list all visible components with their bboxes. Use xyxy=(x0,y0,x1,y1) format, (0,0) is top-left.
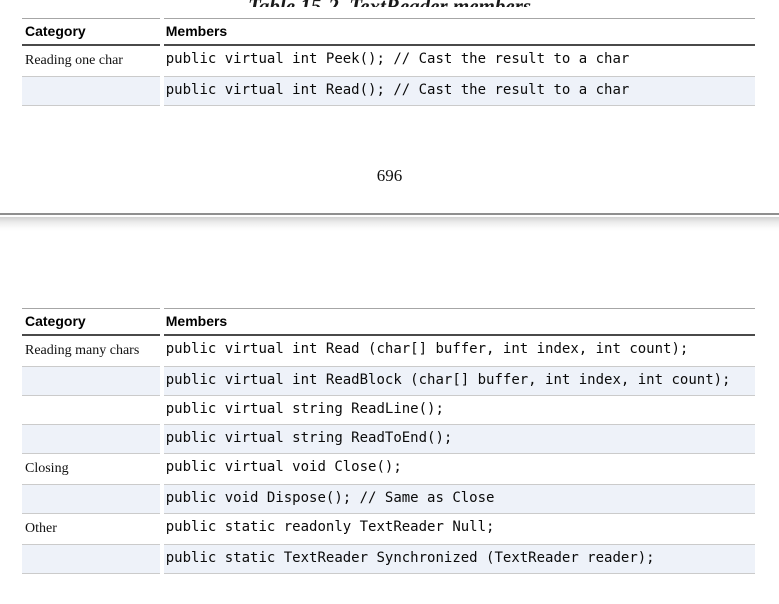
table-row: Other public static readonly TextReader … xyxy=(22,514,755,545)
member-code-cell: public void Dispose(); // Same as Close xyxy=(163,485,755,514)
member-code-cell: public virtual string ReadLine(); xyxy=(163,396,755,425)
member-code-cell: public virtual int Read(); // Cast the r… xyxy=(163,77,755,106)
category-cell: Reading many chars xyxy=(22,336,160,367)
column-header-category: Category xyxy=(22,308,160,336)
table-header-row: Category Members xyxy=(22,308,755,336)
category-cell xyxy=(22,77,160,106)
member-code-cell: public virtual int Read (char[] buffer, … xyxy=(163,336,755,367)
page-696: Table 15-2. TextReader members Category … xyxy=(0,0,779,215)
table-row: Reading one char public virtual int Peek… xyxy=(22,46,755,77)
page-number: 696 xyxy=(376,166,403,185)
category-cell xyxy=(22,545,160,574)
page-break-shadow xyxy=(0,217,779,231)
textreader-members-table-part1: Category Members Reading one char public… xyxy=(18,18,759,106)
textreader-members-table-part2: Category Members Reading many chars publ… xyxy=(18,308,759,574)
table-row: public void Dispose(); // Same as Close xyxy=(22,485,755,514)
category-cell: Closing xyxy=(22,454,160,485)
table-header-row: Category Members xyxy=(22,18,755,46)
table-caption-clipped: Table 15-2. TextReader members xyxy=(0,0,779,7)
page-697: Category Members Reading many chars publ… xyxy=(0,231,779,604)
table-caption-text: Table 15-2. TextReader members xyxy=(248,0,531,7)
table-row: Closing public virtual void Close(); xyxy=(22,454,755,485)
column-header-members: Members xyxy=(163,18,755,46)
member-code-cell: public virtual string ReadToEnd(); xyxy=(163,425,755,454)
category-cell xyxy=(22,396,160,425)
category-cell xyxy=(22,485,160,514)
category-cell xyxy=(22,367,160,396)
category-cell xyxy=(22,425,160,454)
table-row: public static TextReader Synchronized (T… xyxy=(22,545,755,574)
column-header-members: Members xyxy=(163,308,755,336)
column-header-category: Category xyxy=(22,18,160,46)
member-code-cell: public virtual int Peek(); // Cast the r… xyxy=(163,46,755,77)
category-cell: Other xyxy=(22,514,160,545)
member-code-cell: public virtual int ReadBlock (char[] buf… xyxy=(163,367,755,396)
member-code-cell: public virtual void Close(); xyxy=(163,454,755,485)
table-row: public virtual string ReadToEnd(); xyxy=(22,425,755,454)
member-code-cell: public static readonly TextReader Null; xyxy=(163,514,755,545)
category-cell: Reading one char xyxy=(22,46,160,77)
table-row: public virtual int Read(); // Cast the r… xyxy=(22,77,755,106)
table-row: public virtual int ReadBlock (char[] buf… xyxy=(22,367,755,396)
member-code-cell: public static TextReader Synchronized (T… xyxy=(163,545,755,574)
table-row: Reading many chars public virtual int Re… xyxy=(22,336,755,367)
table-row: public virtual string ReadLine(); xyxy=(22,396,755,425)
